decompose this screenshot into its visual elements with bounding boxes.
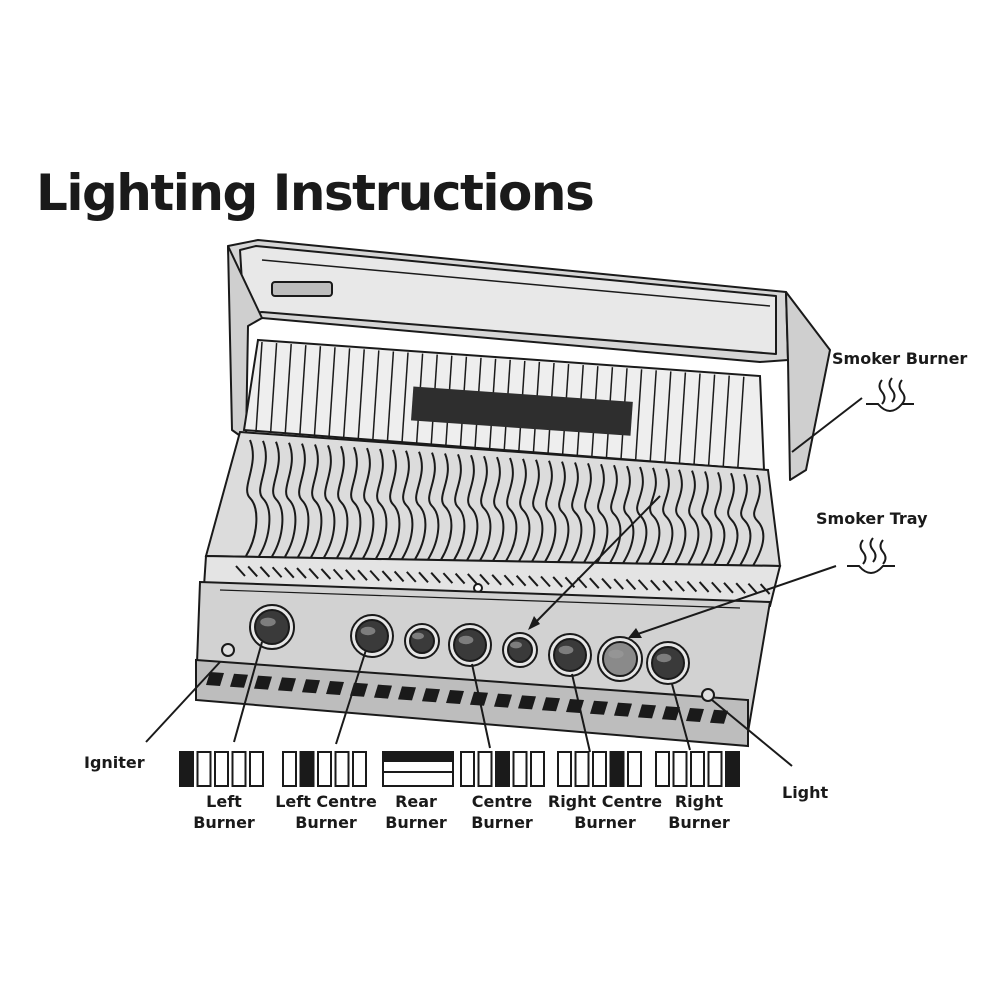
burner-position-indicator-icon (382, 751, 454, 787)
burner-label-rear: Rear Burner (385, 791, 447, 833)
page-title: Lighting Instructions (36, 164, 595, 222)
burner-position-indicator-icon (179, 751, 264, 787)
burner-label-line2: Burner (193, 813, 255, 832)
burner-label-line1: Left (206, 792, 242, 811)
burner-label-right-centre: Right Centre Burner (548, 791, 662, 833)
burner-label-right: Right Burner (668, 791, 730, 833)
burner-label-centre: Centre Burner (471, 791, 533, 833)
burner-label-line2: Burner (574, 813, 636, 832)
burner-label-left: Left Burner (193, 791, 255, 833)
burner-label-left-centre: Left Centre Burner (275, 791, 377, 833)
light-label: Light (782, 783, 829, 802)
smoker-burner-label: Smoker Burner (832, 349, 968, 368)
burner-position-indicator-icon (655, 751, 740, 787)
burner-label-line2: Burner (295, 813, 357, 832)
control-knob[interactable] (350, 614, 394, 658)
callout-arrowheads (528, 616, 642, 638)
burner-label-line1: Rear (395, 792, 437, 811)
heat-waves-icon (847, 537, 895, 574)
igniter-button[interactable] (221, 643, 235, 657)
light-button[interactable] (701, 688, 715, 702)
control-knob[interactable] (548, 633, 592, 677)
control-knob[interactable] (448, 623, 492, 667)
control-knob[interactable] (404, 623, 440, 659)
control-knob[interactable] (249, 604, 295, 650)
heat-waves-icon (866, 377, 914, 412)
cooking-grids (204, 430, 782, 568)
burner-label-line1: Left Centre (275, 792, 377, 811)
callout-leaders (145, 397, 863, 767)
control-knob[interactable] (646, 641, 690, 685)
burner-label-line1: Centre (471, 792, 533, 811)
control-knobs (249, 604, 690, 685)
burner-label-line2: Burner (471, 813, 533, 832)
control-knob[interactable] (502, 632, 538, 668)
burner-label-line2: Burner (668, 813, 730, 832)
burner-position-indicator-icon (282, 751, 367, 787)
burner-position-indicator-icon (460, 751, 545, 787)
burner-position-indicators (179, 751, 740, 787)
brand-badge (271, 281, 333, 297)
burner-label-line1: Right Centre (547, 792, 663, 811)
control-knob[interactable] (597, 636, 643, 682)
burner-position-indicator-icon (557, 751, 642, 787)
smoker-tray-label: Smoker Tray (816, 509, 928, 528)
burner-label-line1: Right (674, 792, 724, 811)
burner-label-line2: Burner (385, 813, 447, 832)
igniter-label: Igniter (84, 753, 145, 772)
grill-lid (227, 239, 831, 481)
